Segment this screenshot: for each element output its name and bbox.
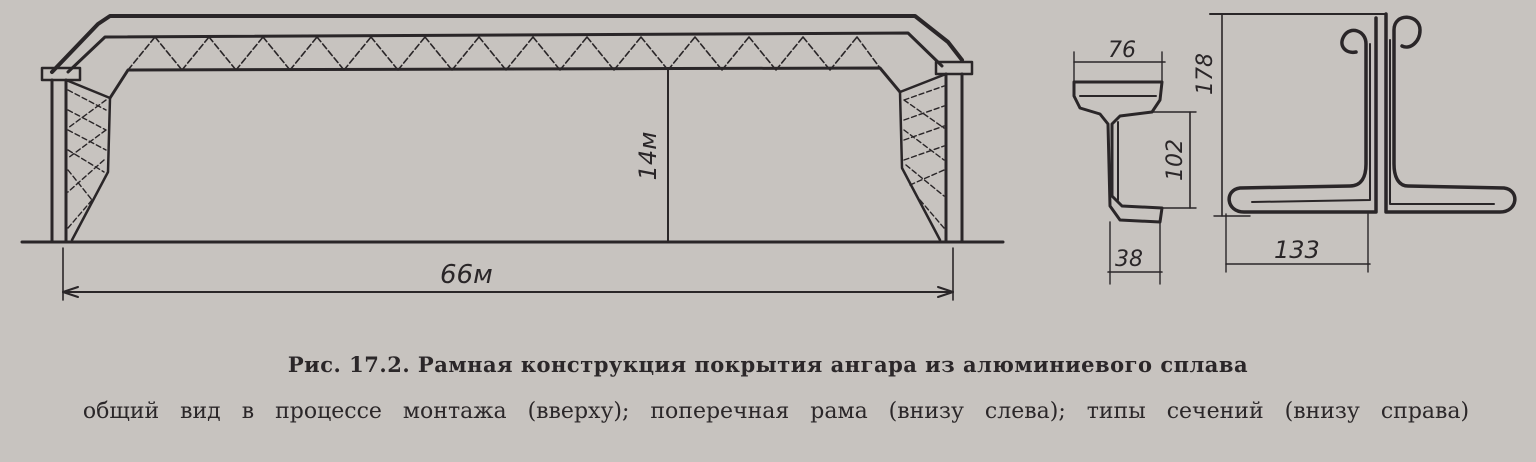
truss-top-chord [66,31,944,74]
figure-caption-description: общий вид в процессе монтажа (вверху); п… [82,399,1470,424]
section-height-label: 178 [1193,53,1218,95]
span-label: 66м [440,260,493,290]
truss-lattice [127,36,881,71]
web-height-label: 102 [1163,139,1188,181]
lip-profile-left [1227,16,1378,214]
right-haunch-lattice [903,85,945,229]
frame-outer-outline [50,14,964,74]
span-arrow-right [937,286,954,298]
right-haunch [898,72,948,242]
section-width-label: 133 [1274,236,1320,264]
lip-profile-left-inner [1251,43,1371,203]
foot-width-label: 38 [1115,247,1143,272]
left-haunch-lattice [67,89,107,229]
i-profile-inner [1079,95,1157,201]
lip-profile-right-inner [1389,39,1495,205]
truss-bottom-chord [108,66,902,100]
height-label: 14м [634,132,662,181]
left-haunch [64,78,112,242]
span-arrow-left [62,286,79,298]
left-column-cap [40,66,82,82]
lip-profile-right [1384,12,1517,214]
flange-width-label: 76 [1108,38,1136,63]
right-column-cap [934,60,974,76]
figure-caption-title: Рис. 17.2. Рамная конструкция покрытия а… [287,352,1249,377]
